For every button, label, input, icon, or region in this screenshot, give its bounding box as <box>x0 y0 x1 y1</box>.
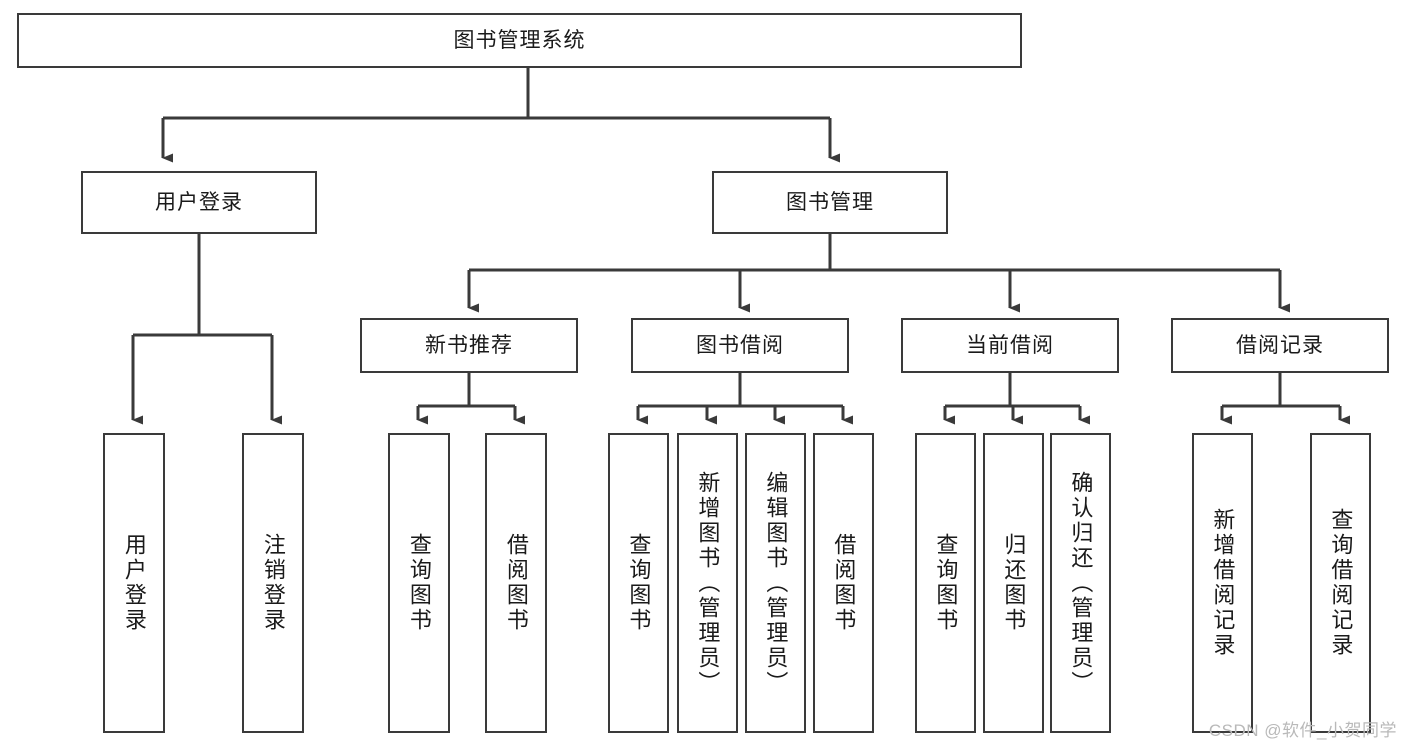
node-leaf-query-borrow-record[interactable]: 查询借阅记录 <box>1310 433 1371 733</box>
node-label: 用户登录 <box>121 533 147 633</box>
node-label: 查询图书 <box>933 533 959 633</box>
node-book-management[interactable]: 图书管理 <box>712 171 948 234</box>
node-label: 查询图书 <box>406 533 432 633</box>
node-leaf-borrow-book-recommend[interactable]: 借阅图书 <box>485 433 547 733</box>
node-label: 借阅记录 <box>1236 333 1324 357</box>
node-user-login[interactable]: 用户登录 <box>81 171 317 234</box>
watermark: CSDN @软件_小贺同学 <box>1208 721 1397 740</box>
node-new-book-recommend[interactable]: 新书推荐 <box>360 318 578 373</box>
node-label: 当前借阅 <box>966 333 1054 357</box>
node-book-borrow[interactable]: 图书借阅 <box>631 318 849 373</box>
node-label: 图书管理 <box>786 190 874 214</box>
node-label: 图书借阅 <box>696 333 784 357</box>
node-leaf-logout[interactable]: 注销登录 <box>242 433 304 733</box>
node-leaf-add-book-admin[interactable]: 新增图书（管理员） <box>677 433 738 733</box>
node-leaf-query-book-current[interactable]: 查询图书 <box>915 433 976 733</box>
node-label: 新增图书（管理员） <box>695 470 721 696</box>
node-leaf-return-book[interactable]: 归还图书 <box>983 433 1044 733</box>
node-leaf-edit-book-admin[interactable]: 编辑图书（管理员） <box>745 433 806 733</box>
node-label: 借阅图书 <box>503 533 529 633</box>
node-label: 确认归还（管理员） <box>1068 470 1094 696</box>
node-label: 注销登录 <box>260 533 286 633</box>
node-leaf-query-book-recommend[interactable]: 查询图书 <box>388 433 450 733</box>
node-leaf-borrow-book[interactable]: 借阅图书 <box>813 433 874 733</box>
node-leaf-query-book-borrow[interactable]: 查询图书 <box>608 433 669 733</box>
node-borrow-record[interactable]: 借阅记录 <box>1171 318 1389 373</box>
node-root-book-management-system[interactable]: 图书管理系统 <box>17 13 1022 68</box>
node-label: 新书推荐 <box>425 333 513 357</box>
node-label: 编辑图书（管理员） <box>763 470 789 696</box>
node-leaf-confirm-return-admin[interactable]: 确认归还（管理员） <box>1050 433 1111 733</box>
node-leaf-add-borrow-record[interactable]: 新增借阅记录 <box>1192 433 1253 733</box>
node-label: 查询借阅记录 <box>1328 508 1354 658</box>
node-label: 查询图书 <box>626 533 652 633</box>
node-label: 归还图书 <box>1001 533 1027 633</box>
node-label: 新增借阅记录 <box>1210 508 1236 658</box>
node-current-borrow[interactable]: 当前借阅 <box>901 318 1119 373</box>
node-label: 借阅图书 <box>831 533 857 633</box>
node-label: 用户登录 <box>155 190 243 214</box>
node-label: 图书管理系统 <box>453 28 586 52</box>
node-leaf-user-login[interactable]: 用户登录 <box>103 433 165 733</box>
